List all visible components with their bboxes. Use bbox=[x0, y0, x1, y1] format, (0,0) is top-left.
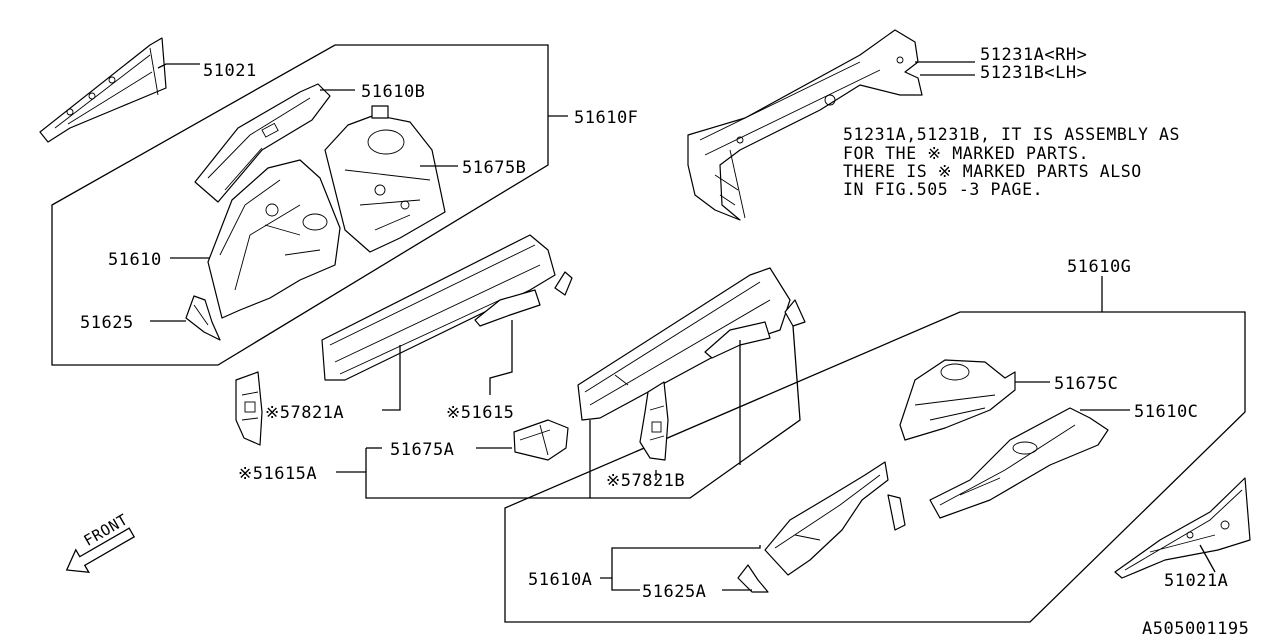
diagram-id: A505001195 bbox=[1142, 619, 1249, 639]
label-51625A: 51625A bbox=[642, 582, 706, 602]
label-51021: 51021 bbox=[203, 61, 257, 81]
part-51610C bbox=[929, 407, 1109, 519]
label-51231A: 51231A<RH> bbox=[980, 45, 1087, 65]
label-51615A: ※51615A bbox=[238, 464, 317, 484]
label-51615: ※51615 bbox=[446, 403, 514, 423]
part-51625A bbox=[737, 564, 769, 593]
label-51021A: 51021A bbox=[1164, 571, 1228, 591]
label-51610A: 51610A bbox=[528, 570, 592, 590]
label-51610B: 51610B bbox=[361, 82, 425, 102]
part-57821A bbox=[235, 371, 263, 446]
part-51021 bbox=[39, 37, 167, 143]
front-arrow-label: FRONT bbox=[81, 510, 131, 549]
note-line-4: IN FIG.505 -3 PAGE. bbox=[843, 180, 1043, 199]
label-51610C: 51610C bbox=[1134, 402, 1198, 422]
part-51625 bbox=[185, 295, 221, 341]
label-51625: 51625 bbox=[80, 313, 134, 333]
part-51021A bbox=[1114, 477, 1251, 579]
part-51675A bbox=[513, 419, 569, 461]
label-57821A: ※57821A bbox=[265, 403, 344, 423]
label-51610: 51610 bbox=[108, 250, 162, 270]
part-51675C bbox=[899, 359, 1016, 441]
part-51610B bbox=[194, 83, 331, 203]
part-51610A bbox=[764, 461, 906, 576]
label-51231B: 51231B<LH> bbox=[980, 63, 1087, 83]
label-51675C: 51675C bbox=[1054, 374, 1118, 394]
note-line-1: 51231A,51231B, IT IS ASSEMBLY AS bbox=[843, 125, 1180, 144]
label-51675B: 51675B bbox=[462, 158, 526, 178]
note-line-3: THERE IS ※ MARKED PARTS ALSO bbox=[843, 162, 1142, 181]
part-side-member-left bbox=[321, 234, 573, 381]
part-51675B bbox=[324, 105, 446, 253]
label-57821B: ※57821B bbox=[606, 471, 685, 491]
front-arrow: FRONT bbox=[65, 510, 136, 574]
group-51610G-outline bbox=[504, 311, 1246, 623]
label-51675A: 51675A bbox=[390, 440, 454, 460]
label-51610G: 51610G bbox=[1067, 257, 1131, 277]
part-51231 bbox=[687, 29, 923, 221]
part-57821B bbox=[639, 381, 669, 461]
note-line-2: FOR THE ※ MARKED PARTS. bbox=[843, 144, 1089, 163]
group-51610F-outline bbox=[51, 44, 549, 366]
part-side-member-right bbox=[577, 267, 806, 421]
leader-lines bbox=[150, 61, 1216, 591]
part-51610 bbox=[207, 159, 341, 319]
label-51610F: 51610F bbox=[574, 108, 638, 128]
